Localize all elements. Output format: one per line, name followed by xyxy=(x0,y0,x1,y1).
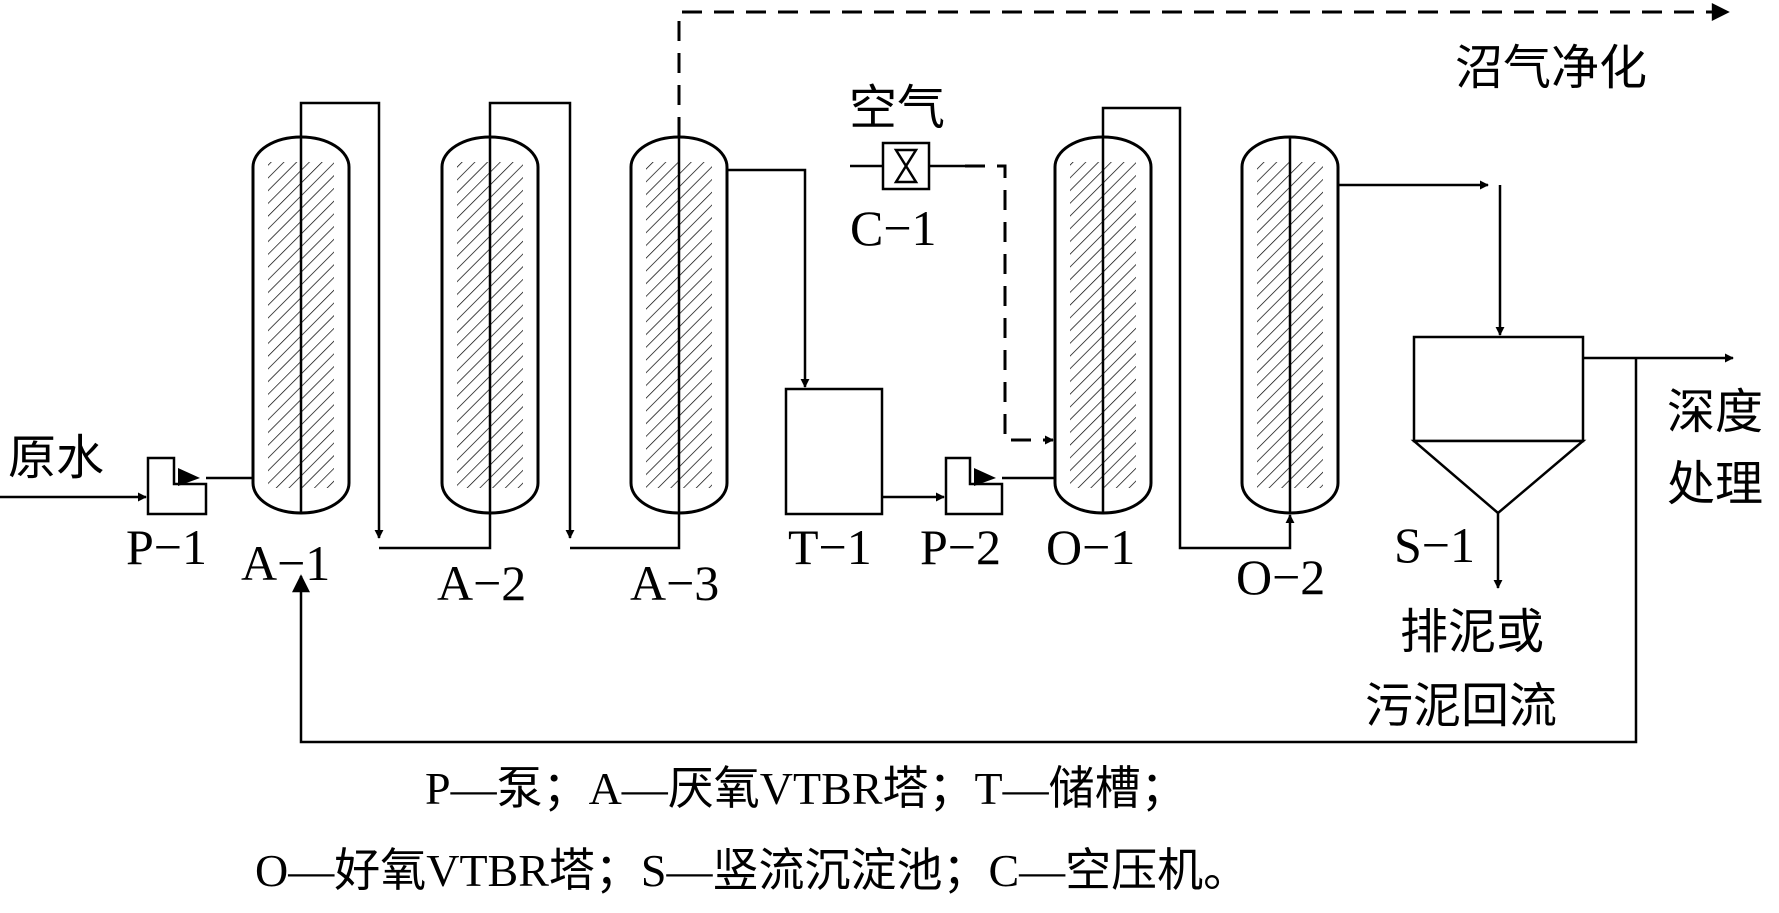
label-biogas: 沼气净化 xyxy=(1455,42,1647,95)
air-compressor-c1 xyxy=(850,141,965,191)
label-raw-water: 原水 xyxy=(8,432,104,485)
tower-a1 xyxy=(251,135,351,515)
label-sludge-1: 排泥或 xyxy=(1400,606,1544,659)
label-air: 空气 xyxy=(849,82,945,135)
legend-line-2: O—好氧VTBR塔；S—竖流沉淀池；C—空压机。 xyxy=(255,845,1249,896)
label-p1: P−1 xyxy=(126,519,207,575)
label-a1: A−1 xyxy=(241,535,330,591)
tower-a3 xyxy=(629,135,729,515)
storage-tank-t1 xyxy=(784,387,884,516)
legend-line-1: P—泵；A—厌氧VTBR塔；T—储槽； xyxy=(425,763,1187,814)
label-o1: O−1 xyxy=(1046,519,1135,575)
pump-p1 xyxy=(146,456,208,516)
label-deep-treatment-2: 处理 xyxy=(1667,458,1763,511)
label-o2: O−2 xyxy=(1236,549,1325,605)
label-p2: P−2 xyxy=(920,519,1001,575)
label-deep-treatment-1: 深度 xyxy=(1667,386,1763,439)
tower-a2 xyxy=(440,135,540,515)
tower-o2 xyxy=(1240,135,1340,515)
label-s1: S−1 xyxy=(1394,517,1475,573)
label-c1: C−1 xyxy=(850,200,937,256)
label-a3: A−3 xyxy=(630,555,719,611)
pump-p2 xyxy=(944,456,1004,516)
label-t1: T−1 xyxy=(788,519,872,575)
label-sludge-2: 污泥回流 xyxy=(1365,680,1557,733)
label-a2: A−2 xyxy=(437,555,526,611)
tower-o1 xyxy=(1053,135,1153,515)
settling-tank-s1 xyxy=(1410,335,1587,515)
